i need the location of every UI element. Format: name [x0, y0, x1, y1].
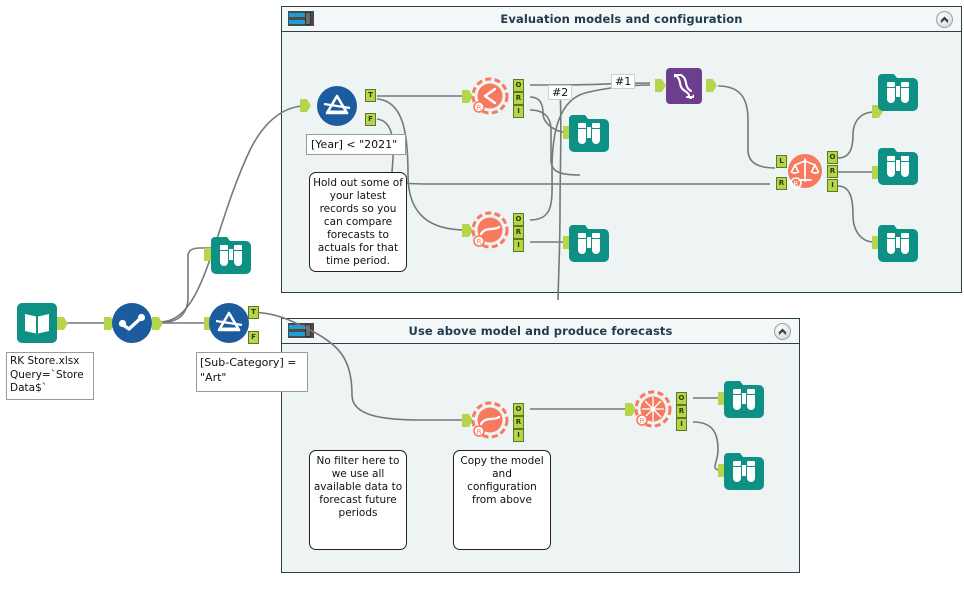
ets-tool-report-anchor[interactable]: R — [513, 416, 524, 429]
model-comparison-interactive-anchor[interactable]: I — [827, 179, 838, 192]
svg-text:R: R — [477, 238, 482, 246]
ets-tool-output-anchor[interactable]: O — [513, 213, 524, 226]
model-comparison-tool[interactable]: R — [786, 153, 822, 189]
filter-tool-subcategory-true-anchor[interactable]: T — [248, 306, 259, 319]
connection-label-2: #2 — [548, 85, 573, 100]
ts-forecast-interactive-anchor[interactable]: I — [676, 418, 687, 431]
browse-tool[interactable] — [724, 378, 764, 418]
container-title: Evaluation models and configuration — [500, 12, 743, 26]
browse-tool[interactable] — [878, 222, 918, 262]
ets-tool-report-anchor[interactable]: R — [513, 226, 524, 239]
collapse-chevron-icon[interactable] — [936, 11, 953, 28]
ts-forecast-report-anchor[interactable]: R — [676, 405, 687, 418]
browse-tool[interactable] — [878, 145, 918, 185]
container-title: Use above model and produce forecasts — [408, 324, 673, 338]
filter-tool-year-true-anchor[interactable]: T — [365, 89, 376, 102]
input-data-output-anchor[interactable] — [57, 317, 68, 330]
browse-tool-input-anchor[interactable] — [718, 464, 729, 477]
browse-tool-input-anchor[interactable] — [872, 166, 883, 179]
select-tool[interactable] — [112, 303, 152, 343]
svg-text:R: R — [477, 104, 482, 112]
annotation-line: RK Store.xlsx — [10, 355, 80, 367]
copy-model-annotation: Copy the model and configuration from ab… — [453, 450, 551, 550]
browse-tool-input-anchor[interactable] — [718, 392, 729, 405]
union-tool[interactable] — [666, 68, 702, 104]
annotation-text: No filter here to we use all available d… — [313, 455, 403, 519]
ts-forecast-output-anchor[interactable]: O — [676, 392, 687, 405]
annotation-line: "Art" — [200, 371, 227, 384]
filter-subcategory-annotation: [Sub-Category] = "Art" — [196, 352, 308, 392]
union-tool-input-anchor[interactable] — [655, 79, 666, 92]
model-comparison-report-anchor[interactable]: R — [827, 165, 838, 178]
filter-tool-year-false-anchor[interactable]: F — [365, 113, 376, 126]
ets-tool-interactive-anchor[interactable]: I — [513, 239, 524, 252]
filter-tool-year-input-anchor[interactable] — [300, 99, 311, 112]
ets-tool-input-anchor[interactable] — [462, 414, 473, 427]
input-data-tool[interactable] — [17, 303, 57, 343]
svg-text:R: R — [794, 180, 799, 188]
svg-text:R: R — [477, 428, 482, 436]
browse-tool[interactable] — [878, 71, 918, 111]
model-comparison-right-input-anchor[interactable]: R — [776, 177, 787, 190]
browse-tool-input-anchor[interactable] — [872, 236, 883, 249]
arima-tool-output-anchor[interactable]: O — [513, 79, 524, 92]
annotation-text: Copy the model and configuration from ab… — [460, 455, 544, 506]
annotation-line: [Year] < "2021" — [311, 138, 398, 151]
arima-tool[interactable]: R — [470, 77, 509, 115]
select-tool-output-anchor[interactable] — [152, 317, 163, 330]
filter-year-annotation: [Year] < "2021" — [306, 134, 406, 155]
connection-label-1: #1 — [611, 74, 636, 89]
browse-tool-input-anchor[interactable] — [872, 105, 883, 118]
browse-tool[interactable] — [569, 112, 609, 152]
arima-tool-input-anchor[interactable] — [462, 90, 473, 103]
ets-tool[interactable]: R — [470, 401, 509, 439]
container-toggle-icon[interactable] — [288, 11, 314, 26]
arima-tool-interactive-anchor[interactable]: I — [513, 105, 524, 118]
union-tool-output-anchor[interactable] — [706, 79, 717, 92]
filter-tool-subcategory[interactable] — [209, 303, 249, 343]
annotation-line: Query=`Store — [10, 368, 84, 381]
browse-tool-input-anchor[interactable] — [204, 248, 215, 261]
holdout-annotation: Hold out some of your latest records so … — [309, 172, 407, 272]
ts-forecast-tool-input-anchor[interactable] — [625, 403, 636, 416]
svg-text:R: R — [640, 417, 645, 425]
select-tool-input-anchor[interactable] — [104, 317, 115, 330]
ets-tool-output-anchor[interactable]: O — [513, 403, 524, 416]
browse-tool[interactable] — [569, 222, 609, 262]
collapse-chevron-icon[interactable] — [774, 323, 791, 340]
filter-tool-subcategory-false-anchor[interactable]: F — [248, 331, 259, 344]
annotation-text: Hold out some of your latest records so … — [313, 177, 403, 267]
ets-tool[interactable]: R — [470, 211, 509, 249]
model-comparison-left-input-anchor[interactable]: L — [776, 155, 787, 168]
filter-tool-year[interactable] — [317, 86, 357, 126]
browse-tool-input-anchor[interactable] — [563, 236, 574, 249]
annotation-line: [Sub-Category] = — [200, 356, 297, 369]
browse-tool[interactable] — [724, 450, 764, 490]
annotation-line: Data$` — [10, 382, 48, 394]
model-comparison-output-anchor[interactable]: O — [827, 151, 838, 164]
browse-tool[interactable] — [211, 234, 251, 274]
no-filter-annotation: No filter here to we use all available d… — [309, 450, 407, 550]
ts-forecast-tool[interactable]: R — [633, 390, 672, 428]
browse-tool-input-anchor[interactable] — [563, 126, 574, 139]
container-header — [282, 7, 961, 32]
input-data-annotation: RK Store.xlsx Query=`Store Data$` — [6, 352, 94, 400]
ets-tool-interactive-anchor[interactable]: I — [513, 429, 524, 442]
ets-tool-input-anchor[interactable] — [462, 224, 473, 237]
arima-tool-report-anchor[interactable]: R — [513, 92, 524, 105]
